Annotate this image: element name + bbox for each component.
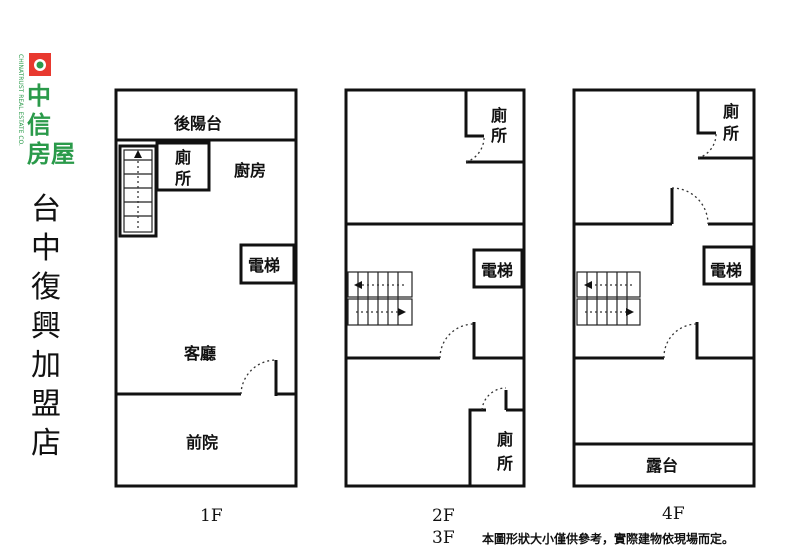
floor-plan-2f-3f <box>344 88 526 488</box>
room-living: 客廳 <box>184 344 216 363</box>
room-toilet2-2f-a: 廁 <box>497 430 513 449</box>
room-elevator-2f: 電梯 <box>481 261 513 280</box>
room-back-balcony: 後陽台 <box>174 114 222 133</box>
room-toilet-1f-b: 所 <box>175 169 191 188</box>
store-title: 台中復興加盟店 <box>31 192 61 461</box>
floor-label-1f: 1F <box>200 506 223 526</box>
room-toilet-4f-b: 所 <box>723 124 739 143</box>
room-kitchen: 廚房 <box>234 161 266 180</box>
room-elevator-1f: 電梯 <box>248 256 280 275</box>
floor-label-4f: 4F <box>662 504 685 524</box>
svg-text:信: 信 <box>27 111 51 139</box>
disclaimer-note: 本圖形狀大小僅供參考，實際建物依現場而定。 <box>482 532 735 546</box>
floor-label-2f: 2F <box>432 506 455 526</box>
svg-text:房屋: 房屋 <box>27 140 75 168</box>
svg-text:CHINATRUST REAL ESTATE CO.: CHINATRUST REAL ESTATE CO. <box>17 54 24 146</box>
room-toilet-1f-a: 廁 <box>175 148 191 167</box>
room-front-yard: 前院 <box>186 433 218 452</box>
floor-label-3f: 3F <box>432 528 455 548</box>
floor-plan-4f <box>572 88 756 488</box>
room-toilet-4f-a: 廁 <box>723 102 739 121</box>
room-toilet-2f-a: 廁 <box>491 106 507 125</box>
svg-text:中: 中 <box>27 82 51 110</box>
room-toilet2-2f-b: 所 <box>497 454 513 473</box>
chinatrust-logo: CHINATRUST REAL ESTATE CO. 中 信 房屋 <box>17 53 75 168</box>
floor-plan-1f <box>114 88 298 488</box>
room-toilet-2f-b: 所 <box>491 126 507 145</box>
room-terrace: 露台 <box>646 456 678 475</box>
room-elevator-4f: 電梯 <box>710 261 742 280</box>
